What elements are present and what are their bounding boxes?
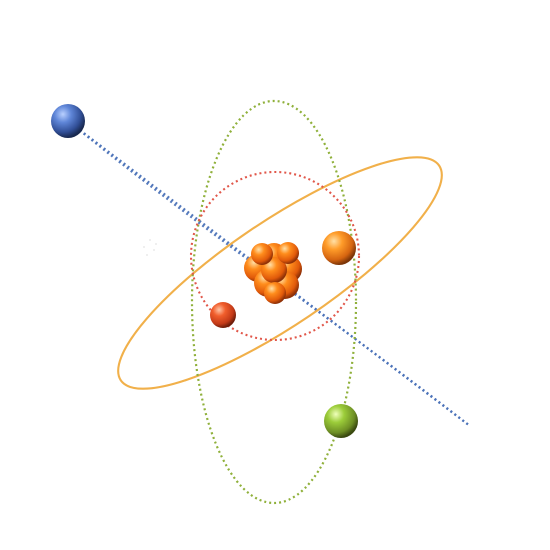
orange-orbit-path <box>117 156 443 390</box>
red-electron <box>210 302 236 328</box>
green-electron <box>324 404 358 438</box>
orange-electron <box>322 231 356 265</box>
red-orbit-path <box>189 170 361 342</box>
background-dots <box>143 239 157 256</box>
blue-electron <box>51 104 85 138</box>
nucleus <box>244 242 302 304</box>
green-orbit-path <box>190 99 358 505</box>
